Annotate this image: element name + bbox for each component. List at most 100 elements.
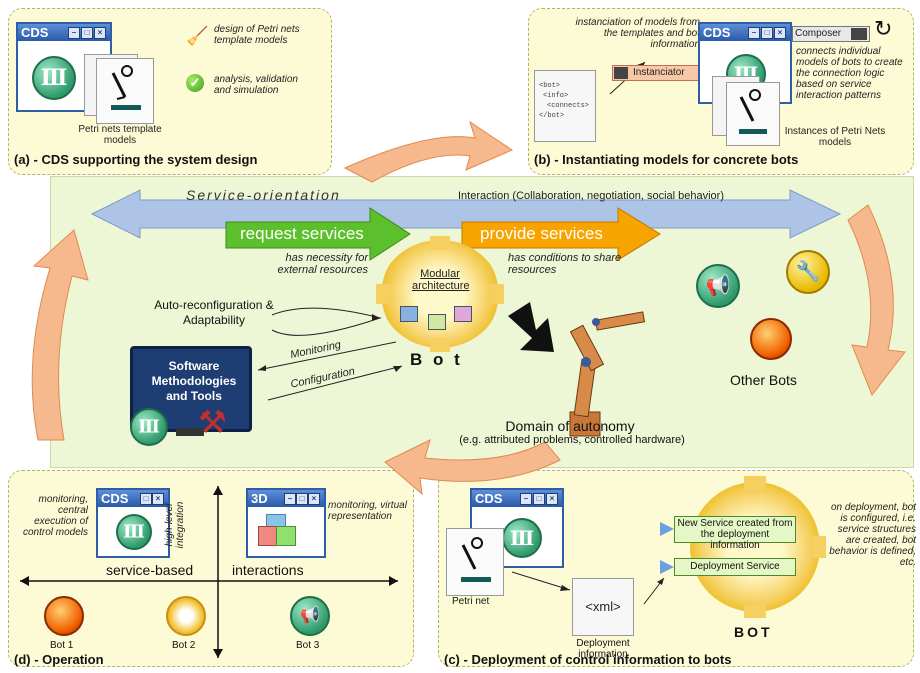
maximize-icon[interactable]: □ xyxy=(533,493,545,505)
interactions-label: interactions xyxy=(232,562,304,578)
wrench-bot-icon: 🔧 xyxy=(786,250,830,294)
software-label: Software Methodologies and Tools xyxy=(151,359,237,403)
xml-line: </bot> xyxy=(539,112,565,120)
domain-sub: (e.g. attributed problems, controlled ha… xyxy=(459,434,685,446)
3d-window[interactable]: 3D – □ × xyxy=(246,488,326,558)
panel-a-title: (a) - CDS supporting the system design xyxy=(14,152,258,167)
arrow-left-up xyxy=(31,229,89,441)
new-service-box: New Service created from the deployment … xyxy=(674,516,796,551)
gear-tooth xyxy=(812,536,826,558)
bot1-icon xyxy=(44,596,84,636)
maximize-icon[interactable]: □ xyxy=(761,27,773,39)
modular-gear-icon xyxy=(380,240,500,348)
maximize-icon[interactable]: □ xyxy=(140,493,152,505)
bot-label: B o t xyxy=(410,350,463,369)
panel-d xyxy=(8,470,414,667)
design-text: design of Petri nets template models xyxy=(214,24,300,46)
instance-doc xyxy=(726,82,780,146)
close-icon[interactable]: × xyxy=(774,27,786,39)
close-icon[interactable]: × xyxy=(152,493,164,505)
refresh-icon: ↻ xyxy=(874,16,893,41)
module-block-icon xyxy=(454,306,472,322)
broom-icon: 🧹 xyxy=(186,26,209,46)
service-orientation-label: Service-orientation xyxy=(186,187,341,203)
composer-text: connects individual models of bots to cr… xyxy=(796,46,903,101)
minimize-icon[interactable]: – xyxy=(284,493,296,505)
monitoring-central-text: monitoring, central execution of control… xyxy=(22,494,88,538)
cds-logo-icon xyxy=(116,514,152,550)
bot3-megaphone-icon: 📢 xyxy=(290,596,330,636)
xml-doc: <xml> xyxy=(572,578,634,636)
petri-net-doc xyxy=(446,528,504,596)
request-sub-text: has necessity for external resources xyxy=(277,252,369,276)
xml-label: <xml> xyxy=(585,599,621,614)
close-icon[interactable]: × xyxy=(94,27,106,39)
request-arrow xyxy=(225,207,411,261)
modular-label: Modular architecture xyxy=(412,268,470,292)
composer-label: Composer xyxy=(795,28,842,39)
cds-logo-icon xyxy=(130,408,168,446)
gear-tooth xyxy=(430,338,450,352)
arrow-c-to-d xyxy=(384,439,561,496)
checkmark-icon: ✓ xyxy=(186,74,204,92)
deployment-service-box: Deployment Service xyxy=(674,558,796,576)
window-title: CDS xyxy=(475,491,503,506)
analysis-text: analysis, validation and simulation xyxy=(214,74,298,96)
petri-net-icon xyxy=(111,65,141,110)
interaction-label: Interaction (Collaboration, negotiation,… xyxy=(458,190,724,202)
provide-arrow xyxy=(461,207,661,261)
petri-net-icon xyxy=(739,89,767,134)
instanciator-bar[interactable]: Instanciator xyxy=(612,65,712,81)
instanciator-label: Instanciator xyxy=(633,67,685,78)
deployment-info-label: Deployment information xyxy=(576,638,630,660)
instanciator-handle-icon xyxy=(614,67,628,79)
minimize-icon[interactable]: – xyxy=(520,493,532,505)
xml-line: <connects> xyxy=(547,102,590,110)
bot1-label: Bot 1 xyxy=(50,640,74,651)
cds-window-d[interactable]: CDS □ × xyxy=(96,488,170,558)
composer-handle-icon xyxy=(851,28,867,40)
xml-line: <info> xyxy=(543,92,569,100)
deployment-side-text: on deployment, bot is configured, i.e. s… xyxy=(829,502,916,568)
minimize-icon[interactable]: – xyxy=(748,27,760,39)
panel-d-title: (d) - Operation xyxy=(14,652,104,667)
monitoring-virtual-text: monitoring, virtual representation xyxy=(328,500,407,522)
high-level-text: high-level integration xyxy=(164,501,186,549)
black-arrow xyxy=(508,302,554,352)
robot-arm-icon xyxy=(569,311,646,437)
window-title: CDS xyxy=(21,25,49,40)
gear-tooth xyxy=(744,476,766,490)
gear-tooth xyxy=(430,236,450,250)
bot-big-label: BOT xyxy=(734,624,773,640)
composer-bar[interactable]: Composer xyxy=(792,26,870,42)
megaphone-bot-icon: 📢 xyxy=(696,264,740,308)
provide-services-label: provide services xyxy=(480,224,603,243)
gear-tooth xyxy=(376,284,390,304)
window-title: CDS xyxy=(703,25,731,40)
arrow-right-down xyxy=(847,204,906,397)
petri-net-label: Petri net xyxy=(452,596,490,607)
service-based-label: service-based xyxy=(106,562,194,578)
minimize-icon[interactable]: – xyxy=(68,27,80,39)
cds-logo-icon xyxy=(32,56,76,100)
monitor-stand-icon xyxy=(176,428,204,436)
bot2-gear-icon xyxy=(166,596,206,636)
bot2-label: Bot 2 xyxy=(172,640,196,651)
close-icon[interactable]: × xyxy=(308,493,320,505)
panel-c-title: (c) - Deployment of control information … xyxy=(444,652,732,667)
xml-line: <bot> xyxy=(539,82,561,90)
gear-tooth xyxy=(744,604,766,618)
maximize-icon[interactable]: □ xyxy=(81,27,93,39)
other-bots-label: Other Bots xyxy=(730,372,797,388)
maximize-icon[interactable]: □ xyxy=(296,493,308,505)
cube-icon xyxy=(276,526,296,546)
window-title: CDS xyxy=(101,491,129,506)
bot3-label: Bot 3 xyxy=(296,640,320,651)
close-icon[interactable]: × xyxy=(546,493,558,505)
cube-icon xyxy=(258,526,278,546)
gear-tooth xyxy=(490,284,504,304)
module-block-icon xyxy=(428,314,446,330)
instanciation-text: instanciation of models from the templat… xyxy=(575,17,700,50)
fire-bot-icon xyxy=(750,318,792,360)
